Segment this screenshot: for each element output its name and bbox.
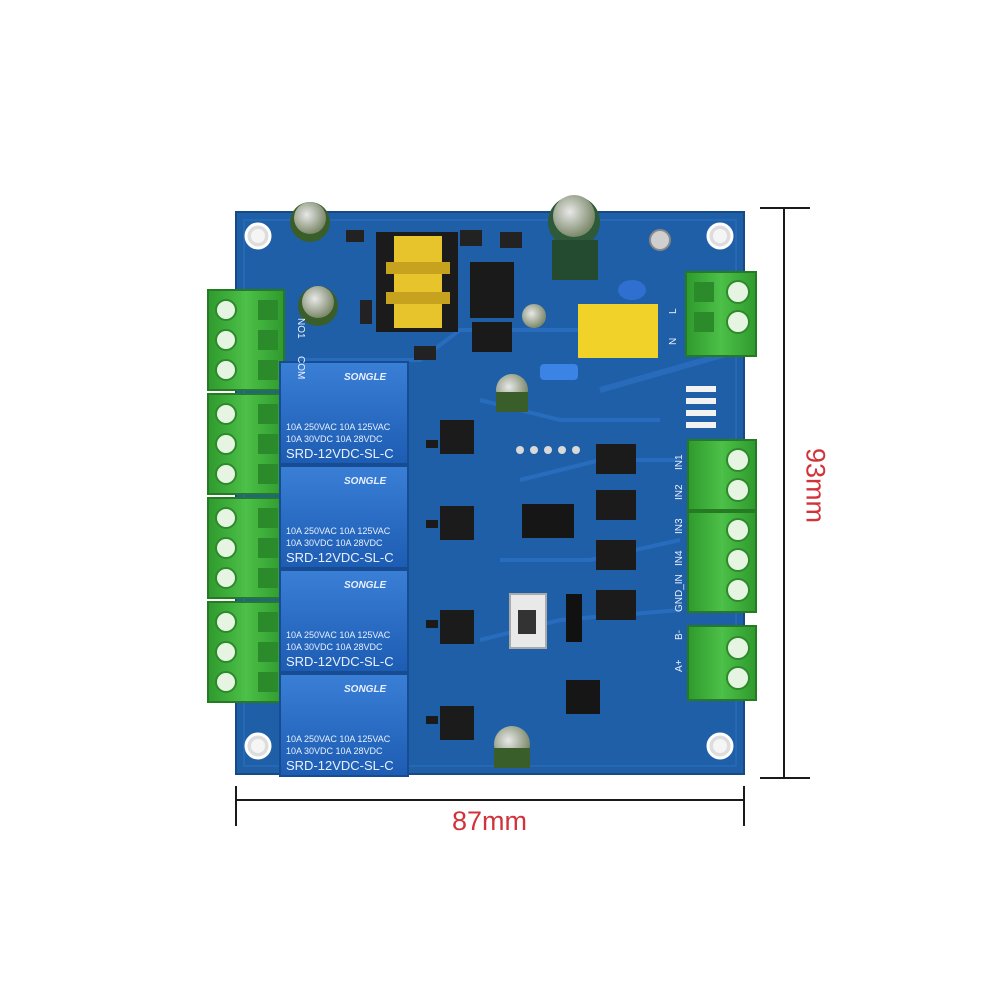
- label-a-plus: A+: [674, 659, 685, 672]
- relay-model: SRD-12VDC-SL-C: [286, 758, 394, 773]
- relay-1: SONGLE 10A 250VAC 10A 125VAC 10A 30VDC 1…: [279, 361, 409, 465]
- microcontroller: [522, 504, 574, 538]
- pin-header: [516, 446, 582, 642]
- capacitor: [298, 286, 338, 326]
- capacitor: [290, 202, 330, 242]
- dip-switch: [509, 593, 547, 649]
- input-terminal: [687, 439, 757, 613]
- relay-brand: SONGLE: [344, 476, 387, 487]
- relay-rating: 10A 250VAC 10A 125VAC: [286, 734, 391, 744]
- relay-3: SONGLE 10A 250VAC 10A 125VAC 10A 30VDC 1…: [279, 569, 409, 673]
- mounting-hole: [706, 732, 734, 760]
- label-com: COM: [295, 356, 306, 379]
- relay-model: SRD-12VDC-SL-C: [286, 654, 394, 669]
- label-b-minus: B-: [674, 630, 685, 640]
- label-l: L: [668, 308, 679, 314]
- relay-4: SONGLE 10A 250VAC 10A 125VAC 10A 30VDC 1…: [279, 673, 409, 777]
- label-in1: IN1: [674, 454, 685, 470]
- relay-rating: 10A 30VDC 10A 28VDC: [286, 538, 383, 548]
- power-terminal: [685, 271, 757, 357]
- label-in4: IN4: [674, 550, 685, 566]
- fuse: [649, 229, 671, 251]
- relay-2: SONGLE 10A 250VAC 10A 125VAC 10A 30VDC 1…: [279, 465, 409, 569]
- relay-rating: 10A 250VAC 10A 125VAC: [286, 630, 391, 640]
- capacitor: [494, 726, 530, 768]
- mounting-hole: [244, 732, 272, 760]
- relay-rating: 10A 30VDC 10A 28VDC: [286, 746, 383, 756]
- relay-rating: 10A 30VDC 10A 28VDC: [286, 434, 383, 444]
- relay-brand: SONGLE: [344, 684, 387, 695]
- dimension-lines: [235, 207, 810, 826]
- mounting-hole: [706, 222, 734, 250]
- label-in3: IN3: [674, 518, 685, 534]
- mounting-hole: [244, 222, 272, 250]
- label-gnd-in: GND_IN: [674, 574, 685, 612]
- width-dimension-label: 87mm: [452, 806, 528, 836]
- label-no: NO1: [295, 318, 306, 339]
- relay-rating: 10A 250VAC 10A 125VAC: [286, 526, 391, 536]
- label-n: N: [668, 338, 679, 345]
- optocoupler-column-left: [426, 420, 474, 740]
- optocoupler-column-right: [596, 444, 636, 620]
- capacitor: [548, 195, 600, 280]
- leds: [686, 386, 716, 428]
- label-in2: IN2: [674, 484, 685, 500]
- relay-rating: 10A 250VAC 10A 125VAC: [286, 422, 391, 432]
- relay-brand: SONGLE: [344, 580, 387, 591]
- relay-model: SRD-12VDC-SL-C: [286, 550, 394, 565]
- rs485-chip: [566, 680, 600, 714]
- relay-brand: SONGLE: [344, 372, 387, 383]
- silkscreen: N L IN1 IN2 IN3 IN4 GND_IN B- A+ COM NO1: [295, 308, 685, 672]
- capacitor: [522, 304, 546, 328]
- relay-model: SRD-12VDC-SL-C: [286, 446, 394, 461]
- power-section: [346, 230, 658, 380]
- height-dimension-label: 93mm: [800, 447, 831, 523]
- capacitor: [496, 374, 528, 412]
- rs485-terminal: [687, 625, 757, 701]
- relay-rating: 10A 30VDC 10A 28VDC: [286, 642, 383, 652]
